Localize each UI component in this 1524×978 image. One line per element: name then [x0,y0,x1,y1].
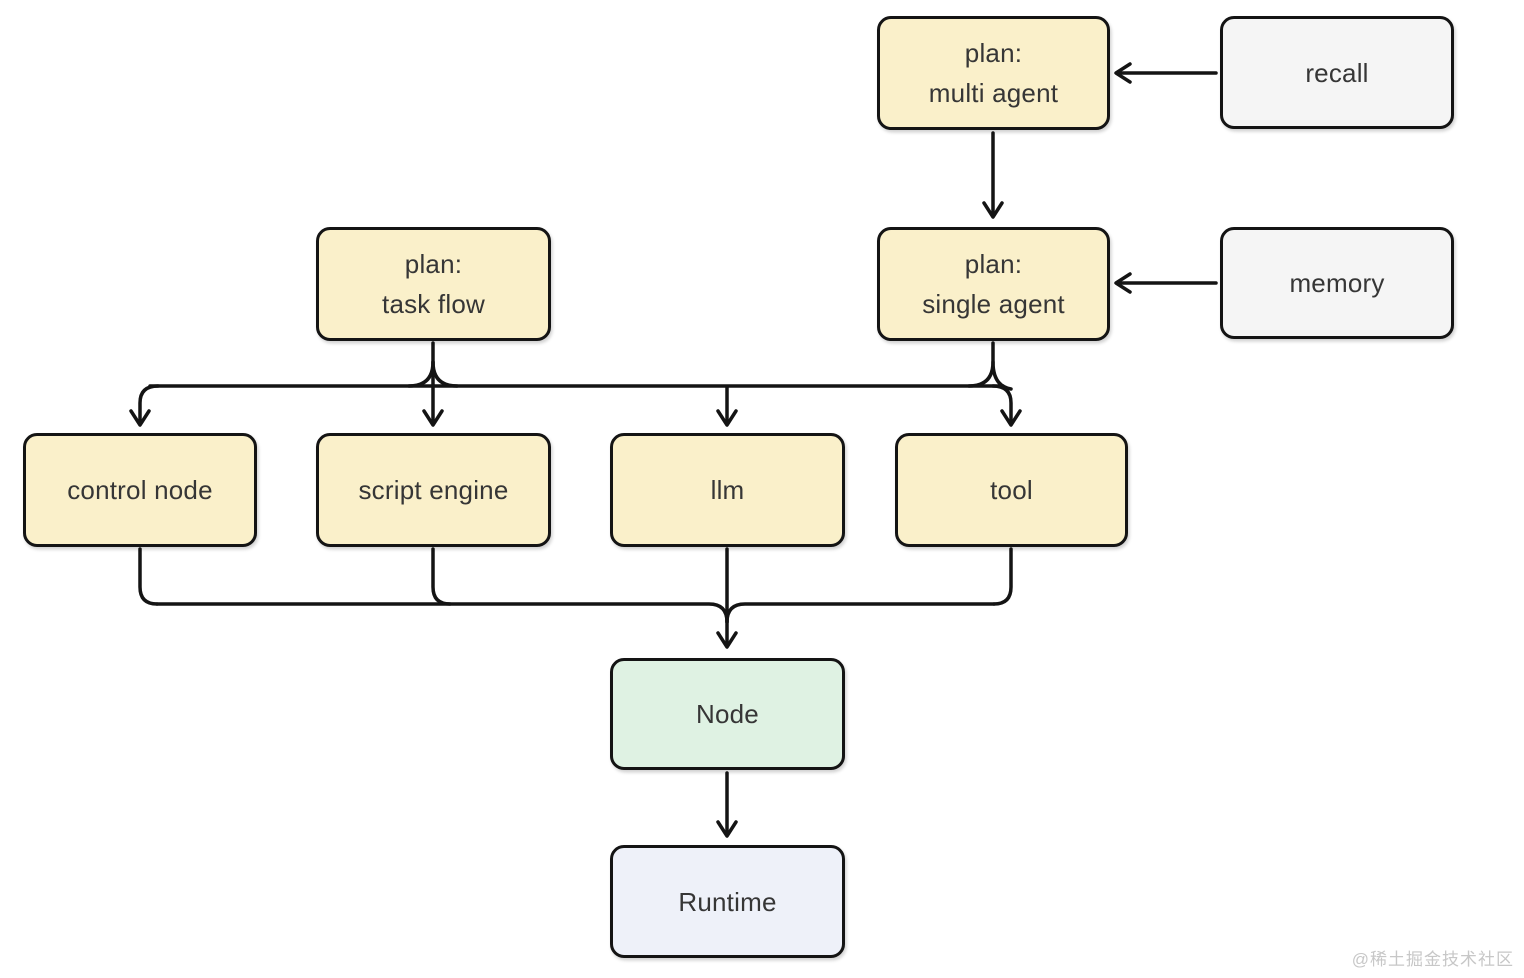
edge-bottom-rail-left [155,602,729,624]
node-llm: llm [610,433,845,547]
edge-single-agent-fillet-right [991,360,1013,391]
node-memory: memory [1220,227,1454,339]
node-plan-multi-agent-label: plan: multi agent [928,38,1059,108]
node-plan-multi-agent: plan: multi agent [877,16,1110,130]
node-node: Node [610,658,845,770]
node-plan-task-flow: plan: task flow [316,227,551,341]
node-recall-label: recall [1305,57,1369,88]
node-script-engine: script engine [316,433,551,547]
edge-script-engine-merge [431,547,452,606]
node-recall: recall [1220,16,1454,129]
node-llm-label: llm [710,475,745,505]
edge-bottom-rail-right [725,602,996,624]
edge-control-node-merge [138,547,159,606]
node-plan-single-agent: plan: single agent [877,227,1110,341]
edge-taskflow-fillet-left [407,360,435,388]
edge-rail-to-control-node [129,384,160,427]
node-plan-single-agent-label: plan: single agent [922,249,1065,319]
edge-tool-merge [992,547,1013,606]
node-plan-task-flow-label: plan: task flow [382,249,485,319]
node-script-engine-label: script engine [358,475,509,505]
node-control-node-label: control node [67,475,213,505]
edge-single-agent-feed [967,341,995,388]
node-runtime-label: Runtime [678,886,777,917]
edge-taskflow-fillet-right [431,360,459,388]
watermark: @稀土掘金技术社区 [1351,950,1514,969]
edge-rail-to-tool [991,384,1022,427]
node-control-node: control node [23,433,257,547]
node-memory-label: memory [1289,268,1385,298]
node-node-label: Node [696,699,759,729]
node-tool: tool [895,433,1128,547]
node-runtime: Runtime [610,845,845,958]
node-tool-label: tool [990,475,1033,505]
